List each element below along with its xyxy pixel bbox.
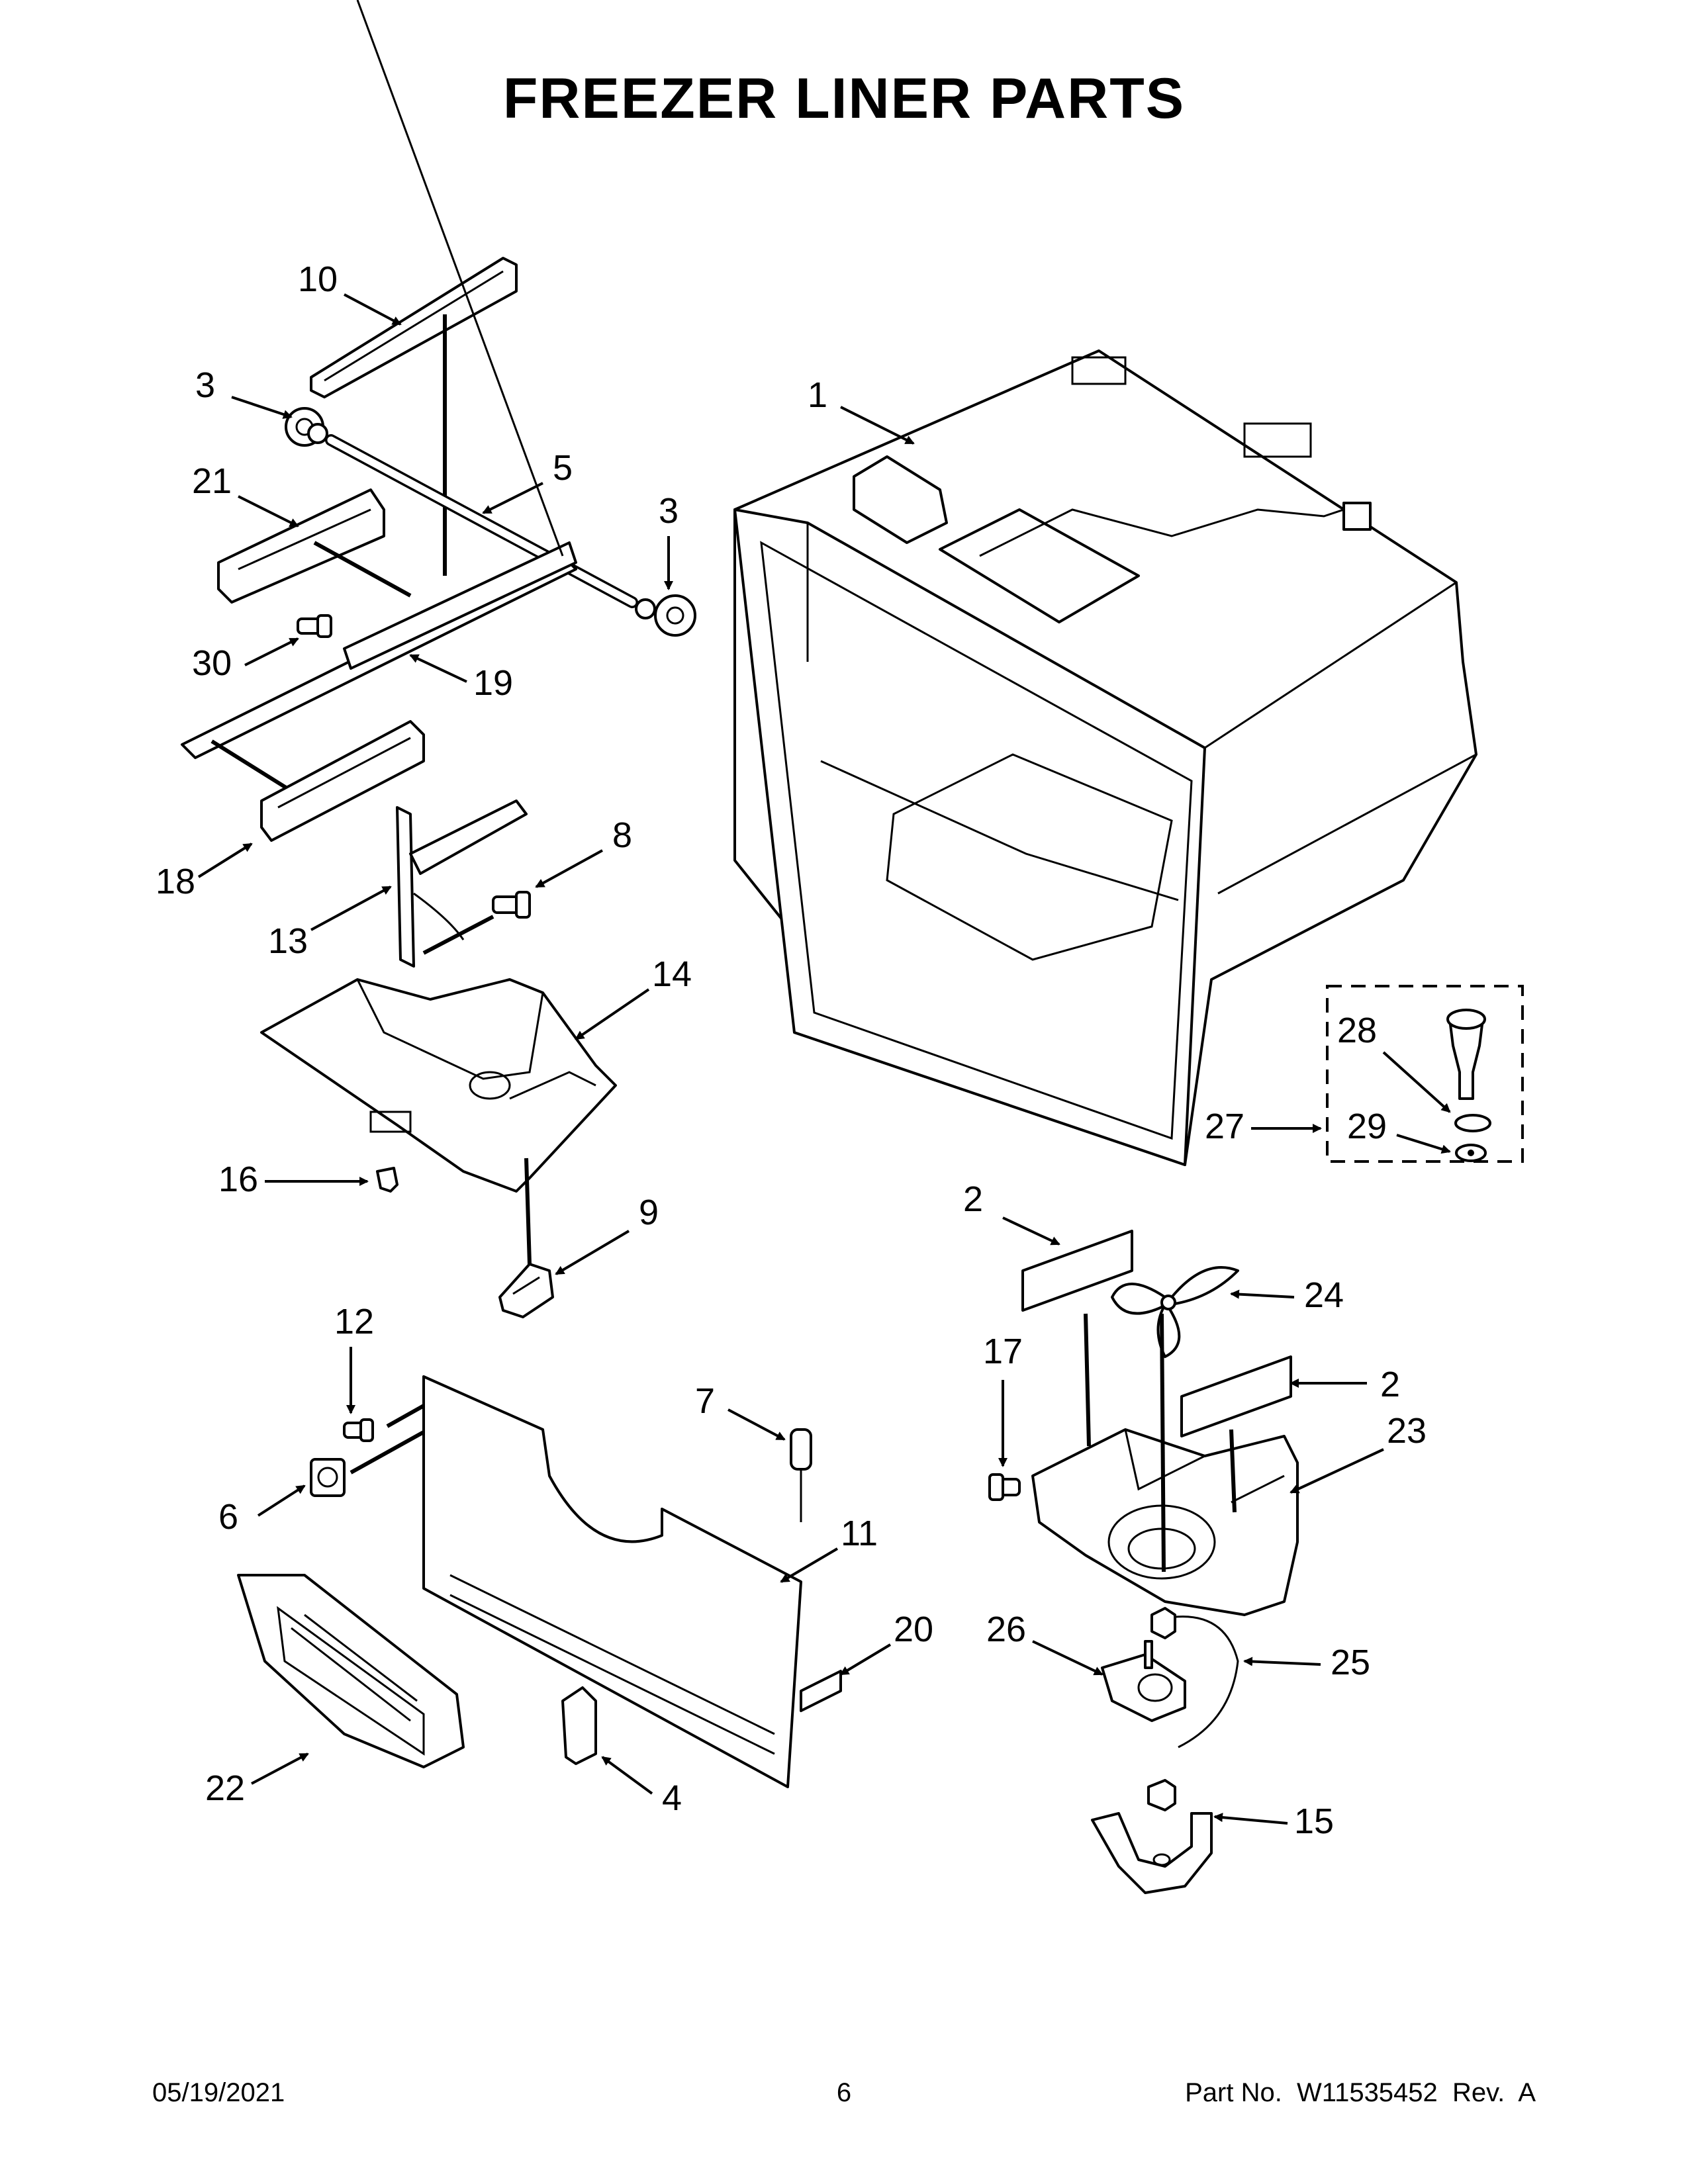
part-27-drain-kit — [1326, 985, 1524, 1163]
part-19-slide-rail — [181, 0, 577, 759]
callout-23: 23 — [1387, 1411, 1427, 1451]
callout-6: 6 — [218, 1497, 238, 1537]
part-16-clip — [376, 1167, 399, 1193]
part-2-foam-block-upper — [1021, 1230, 1133, 1312]
callout-15: 15 — [1294, 1801, 1334, 1841]
callout-11: 11 — [841, 1514, 878, 1553]
callout-24: 24 — [1304, 1275, 1344, 1315]
callout-2-lower: 2 — [1380, 1365, 1400, 1404]
callout-9: 9 — [639, 1193, 659, 1232]
callout-20: 20 — [894, 1610, 933, 1649]
footer-page-number: 6 — [836, 2078, 852, 2107]
part-13-bracket — [396, 799, 528, 968]
part-22-grille — [237, 1574, 465, 1768]
callout-12: 12 — [334, 1302, 374, 1342]
part-4-clip — [561, 1686, 597, 1765]
callout-26: 26 — [986, 1610, 1026, 1649]
part-11-rear-panel — [422, 1375, 802, 1788]
part-6-component — [310, 1458, 346, 1497]
part-9-damper — [498, 1263, 554, 1318]
callout-21: 21 — [192, 461, 232, 501]
part-1-freezer-liner — [733, 349, 1477, 1166]
part-17-screw — [988, 1473, 1021, 1501]
callout-8: 8 — [612, 815, 632, 855]
part-5-rod — [325, 434, 638, 608]
callout-27: 27 — [1205, 1107, 1244, 1146]
part-30-screw — [297, 614, 332, 638]
part-12-screw — [343, 1418, 374, 1442]
callout-29: 29 — [1347, 1107, 1387, 1146]
footer-part-number: Part No. W11535452 Rev. A — [1185, 2078, 1536, 2107]
part-18-lower-bracket — [260, 720, 425, 842]
callout-28: 28 — [1337, 1011, 1377, 1050]
callout-19: 19 — [473, 663, 513, 703]
part-8-screw — [492, 891, 531, 919]
part-20-foam-strip — [800, 1670, 842, 1712]
part-26-fan-motor — [1101, 1640, 1186, 1722]
part-3-gear-left — [285, 407, 328, 447]
callout-5: 5 — [553, 448, 573, 488]
part-25-wire-harness — [1150, 1607, 1239, 1749]
part-21-bracket — [217, 488, 385, 604]
callout-17: 17 — [983, 1332, 1023, 1371]
part-2-foam-block-lower — [1180, 1355, 1292, 1437]
callout-22: 22 — [205, 1768, 245, 1808]
callout-4: 4 — [662, 1778, 682, 1818]
part-7-sensor — [790, 1428, 812, 1522]
callout-13: 13 — [268, 921, 308, 961]
callout-14: 14 — [652, 954, 692, 994]
part-14-duct-housing — [260, 978, 617, 1193]
callout-1: 1 — [808, 375, 827, 415]
part-3-gear-right — [635, 594, 696, 637]
part-10-rail — [310, 257, 518, 398]
callout-16: 16 — [218, 1160, 258, 1199]
page-title: FREEZER LINER PARTS — [502, 67, 1186, 130]
callout-10: 10 — [298, 259, 338, 299]
callout-2-upper: 2 — [963, 1179, 983, 1219]
part-24-fan-blade — [1111, 1266, 1239, 1358]
part-15-motor-bracket — [1091, 1779, 1213, 1894]
callout-3-left: 3 — [195, 365, 215, 405]
footer-date: 05/19/2021 — [152, 2078, 285, 2107]
callout-25: 25 — [1331, 1643, 1370, 1682]
callout-30: 30 — [192, 643, 232, 683]
callout-3-right: 3 — [659, 491, 679, 531]
callout-18: 18 — [156, 862, 195, 901]
callout-7: 7 — [695, 1381, 715, 1421]
